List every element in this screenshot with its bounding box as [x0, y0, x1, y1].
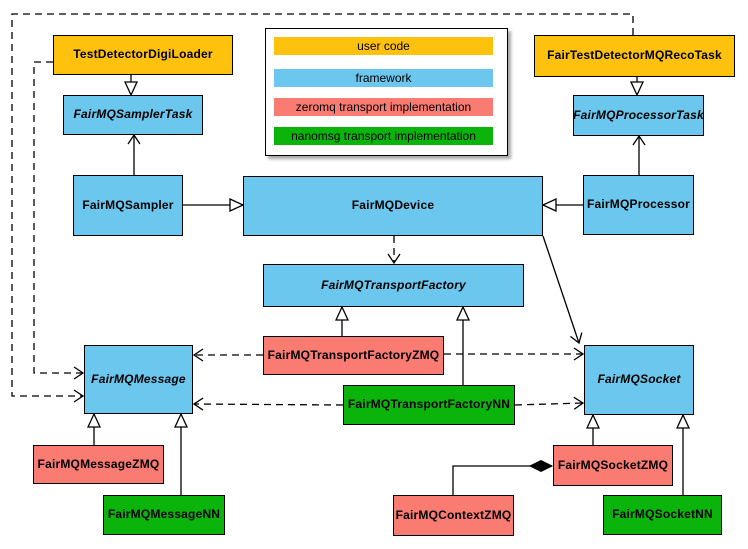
- node-fairmqdevice: FairMQDevice: [243, 176, 543, 236]
- edge-contextzmq-socketzmq: [452, 459, 554, 495]
- edge-factorynn-message: [192, 397, 344, 411]
- edge-recotask-message: [11, 13, 634, 403]
- legend-item-framework: framework: [274, 69, 493, 87]
- edge-device-socket: [542, 235, 583, 345]
- node-fairmqcontextzmq: FairMQContextZMQ: [393, 495, 514, 536]
- node-fairmqtransportfactory: FairMQTransportFactory: [263, 264, 524, 307]
- legend-item-zeromq: zeromq transport implementation: [274, 98, 493, 116]
- node-fairmqsamplertask: FairMQSamplerTask: [63, 95, 203, 135]
- legend-item-nanomsg: nanomsg transport implementation: [274, 127, 493, 145]
- node-fairmqmessagezmq: FairMQMessageZMQ: [33, 445, 164, 484]
- node-fairmqprocessortask: FairMQProcessorTask: [573, 95, 704, 136]
- node-fairmqsocketzmq: FairMQSocketZMQ: [553, 445, 673, 486]
- node-fairmqsocketnn: FairMQSocketNN: [603, 495, 722, 535]
- node-fairmqsocket: FairMQSocket: [584, 345, 694, 415]
- node-fairmqprocessor: FairMQProcessor: [583, 175, 694, 235]
- node-fairmqmessage: FairMQMessage: [84, 345, 193, 414]
- node-fairmqmessagenn: FairMQMessageNN: [103, 495, 225, 535]
- node-fairmqtransportfactoryzmq: FairMQTransportFactoryZMQ: [263, 336, 444, 375]
- node-fairmqtransportfactorynn: FairMQTransportFactoryNN: [343, 385, 515, 425]
- node-fairmqsampler: FairMQSampler: [73, 175, 183, 236]
- edge-factorynn-socket: [514, 396, 585, 410]
- edge-digiloader-message: [33, 61, 85, 380]
- node-testdetectordigiloader: TestDetectorDigiLoader: [53, 35, 233, 75]
- node-fairtestdetectormqrecotask: FairTestDetectorMQRecoTask: [534, 35, 735, 77]
- legend-item-user-code: user code: [274, 37, 493, 55]
- legend: user code framework zeromq transport imp…: [265, 28, 508, 156]
